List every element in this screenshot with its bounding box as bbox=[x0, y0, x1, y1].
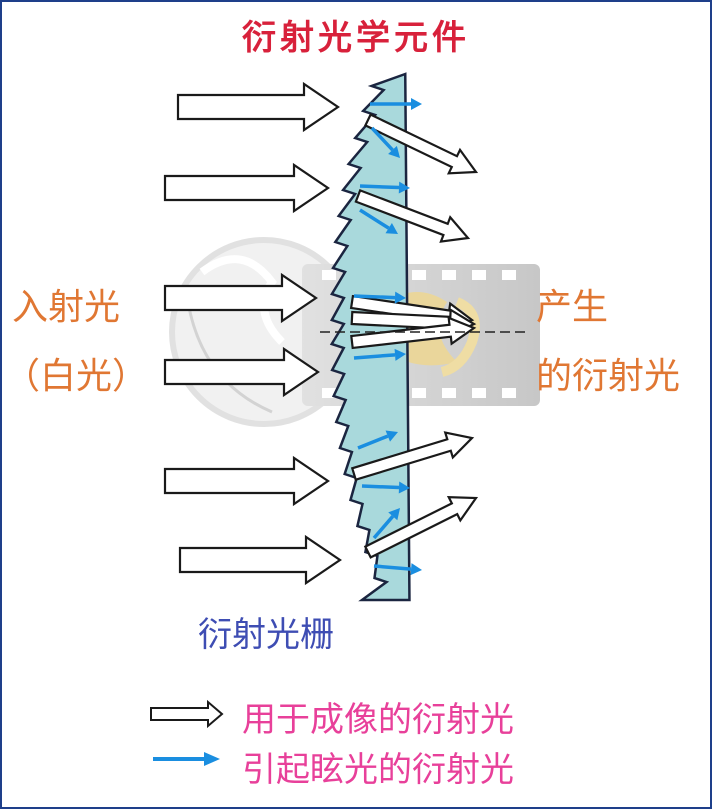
imaging-diffracted-arrow bbox=[363, 495, 479, 559]
incident-arrow bbox=[178, 534, 342, 586]
diagram-title: 衍射光学元件 bbox=[242, 18, 470, 58]
outline-arrow-icon bbox=[150, 699, 224, 729]
legend-imaging-label: 用于成像的衍射光 bbox=[242, 700, 514, 740]
glare-diffracted-arrow bbox=[372, 508, 400, 540]
glare-diffracted-arrow bbox=[353, 291, 406, 304]
imaging-diffracted-arrow bbox=[363, 113, 479, 175]
incident-light-sublabel: （白光） bbox=[4, 356, 149, 397]
glare-diffracted-arrow bbox=[373, 563, 422, 576]
incident-arrows bbox=[163, 81, 342, 586]
glare-diffracted-arrow bbox=[370, 126, 400, 158]
imaging-diffracted-arrow bbox=[350, 316, 477, 350]
imaging-diffracted-arrow bbox=[354, 188, 471, 243]
glare-diffracted-arrow bbox=[359, 208, 398, 234]
incident-arrow bbox=[163, 346, 320, 398]
glare-diffracted-arrow bbox=[359, 181, 410, 194]
glare-diffracted-arrow bbox=[357, 430, 398, 450]
incident-arrow bbox=[163, 455, 330, 507]
glare-diffracted-arrow bbox=[353, 348, 406, 361]
incident-arrow bbox=[163, 162, 330, 214]
incident-arrow bbox=[176, 81, 340, 133]
diffracted-arrows bbox=[349, 98, 479, 576]
blue-arrow-icon bbox=[153, 752, 220, 766]
glare-diffracted-arrow bbox=[370, 98, 422, 110]
imaging-diffracted-arrow bbox=[350, 431, 475, 482]
legend-glare-label: 引起眩光的衍射光 bbox=[242, 750, 514, 790]
grating-label: 衍射光栅 bbox=[198, 615, 334, 655]
incident-light-label: 入射光 bbox=[12, 287, 121, 328]
result-label-line2: 的衍射光 bbox=[536, 356, 681, 397]
incident-arrow bbox=[163, 272, 318, 324]
result-label-line1: 产生 bbox=[536, 287, 609, 328]
glare-diffracted-arrow bbox=[361, 481, 410, 494]
